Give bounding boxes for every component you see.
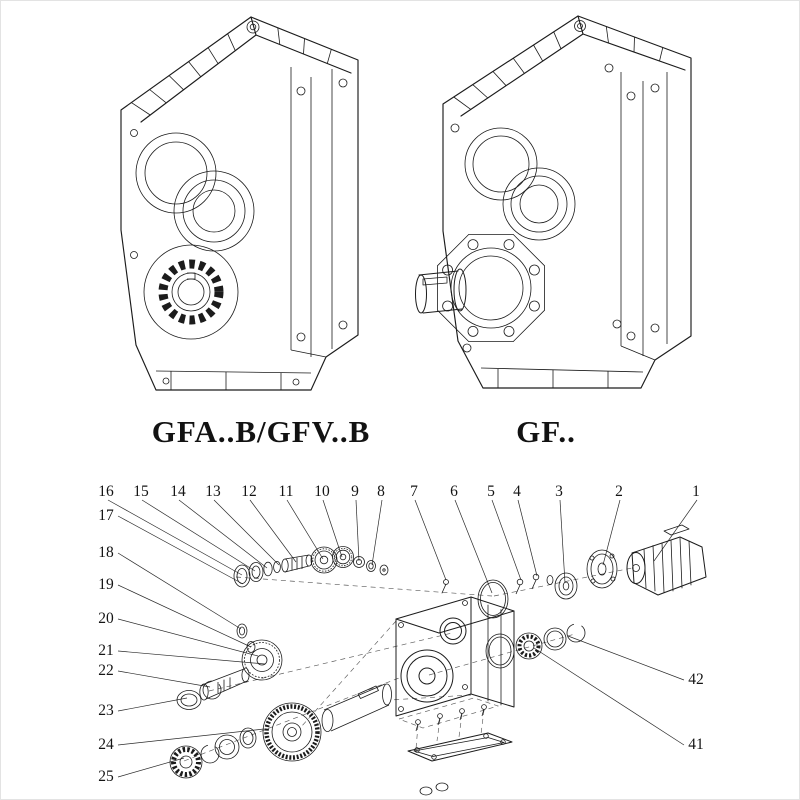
part-callout: 2	[615, 483, 623, 500]
gear-housing	[395, 579, 515, 717]
part-callout: 9	[351, 483, 359, 500]
part-callout: 13	[205, 483, 221, 500]
part-callout: 23	[98, 702, 114, 719]
part-callout: 19	[98, 576, 114, 593]
part-callout: 14	[170, 483, 186, 500]
part-callout: 5	[487, 483, 495, 500]
figure-caption-gfab: GFA..B/GFV..B	[151, 414, 371, 449]
part-callout: 6	[450, 483, 458, 500]
hollow-shaft-bearing	[143, 244, 239, 340]
input-bore-circles	[135, 132, 255, 252]
part-callout: 21	[98, 642, 114, 659]
callout-numbers-left: 17 18 19 20 21 22 23 24 25	[98, 507, 114, 785]
side-column-ribs	[130, 67, 348, 358]
part-callout: 18	[98, 544, 114, 561]
part-callout: 42	[688, 671, 704, 688]
part-callout: 20	[98, 610, 114, 627]
figure-gfab-drawing	[120, 16, 359, 391]
cooling-ribs	[453, 26, 664, 110]
callout-numbers-right: 42 41	[688, 671, 704, 753]
part-callout: 4	[513, 483, 521, 500]
input-bore-circles	[464, 127, 576, 241]
part-callout: 7	[410, 483, 418, 500]
output-shaft	[415, 268, 467, 314]
input-shaft-parts	[233, 546, 389, 588]
part-callout: 12	[241, 483, 257, 500]
eyebolt-hole	[246, 20, 260, 34]
part-callout: 16	[98, 483, 114, 500]
side-column-ribs	[450, 63, 668, 361]
part-callout: 41	[688, 736, 704, 753]
part-callout: 17	[98, 507, 114, 524]
part-callout: 8	[377, 483, 385, 500]
part-callout: 1	[692, 483, 700, 500]
motor	[626, 524, 707, 596]
eyebolt-hole	[574, 20, 586, 32]
cooling-ribs	[131, 27, 332, 116]
bottom-cover-parts	[407, 704, 513, 796]
gearbox-outline	[120, 16, 359, 391]
part-callout: 25	[98, 768, 114, 785]
motor-side-parts	[477, 549, 618, 619]
part-callout: 11	[279, 483, 294, 500]
figure-gf-drawing	[415, 15, 692, 389]
callout-leader-lines	[107, 499, 698, 778]
output-flange	[437, 234, 545, 342]
mounting-feet	[480, 367, 644, 388]
part-callout: 24	[98, 736, 114, 753]
output-gear-parts	[169, 683, 392, 779]
part-callout: 22	[98, 662, 114, 679]
part-callout: 15	[133, 483, 149, 500]
part-callout: 3	[555, 483, 563, 500]
callout-numbers-top: 16 15 14 13 12 11 10 9 8 7 6 5 4 3 2 1	[98, 483, 700, 500]
part-callout: 10	[314, 483, 330, 500]
mounting-feet	[155, 370, 312, 390]
intermediate-shaft-parts	[176, 623, 283, 710]
exploded-view-diagram: 16 15 14 13 12 11 10 9 8 7 6 5 4 3 2 1 1…	[98, 483, 707, 796]
output-bearing-rings	[485, 623, 586, 669]
figure-caption-gf: GF..	[516, 414, 576, 449]
